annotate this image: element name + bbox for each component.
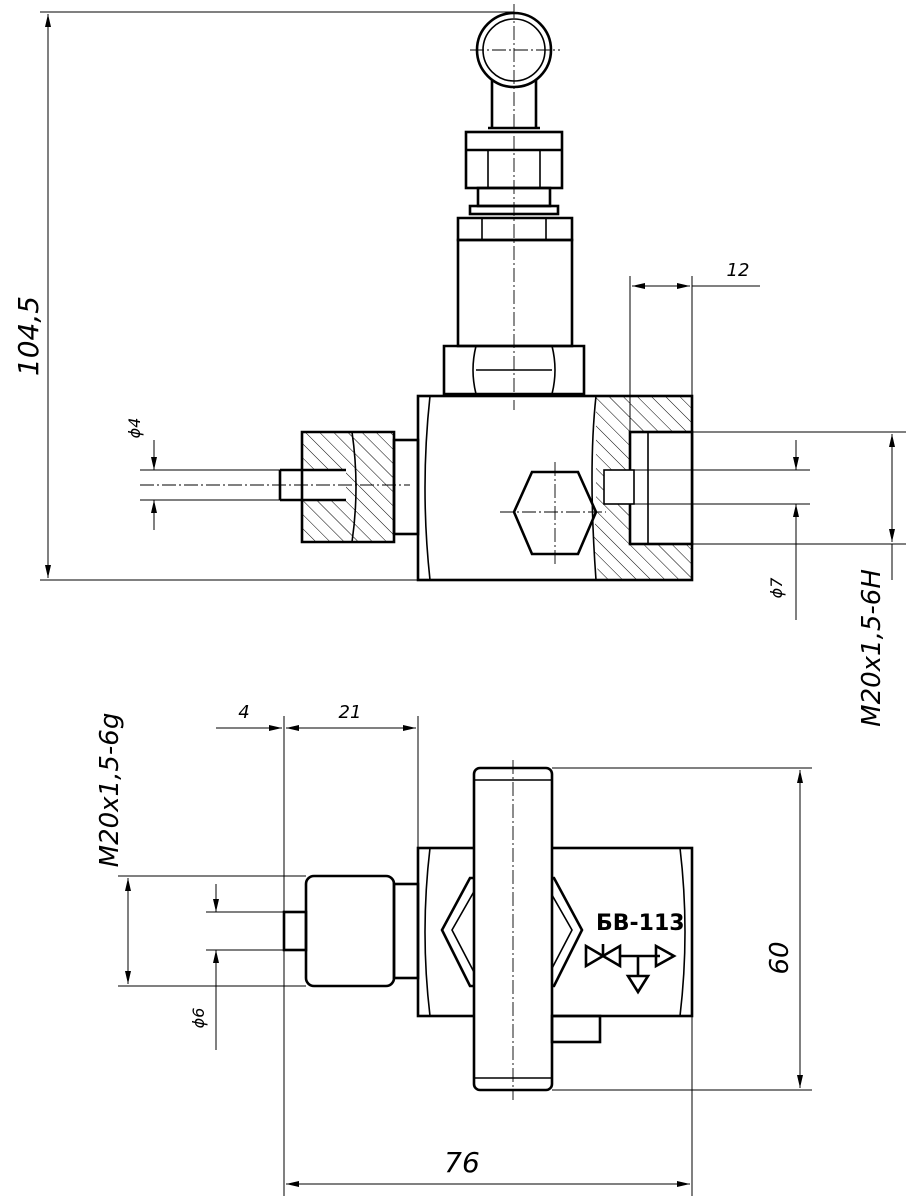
plan-left-fitting xyxy=(282,874,420,988)
dim-text-right-port-thread: M20x1,5-6H xyxy=(857,569,887,727)
plan-handle xyxy=(472,760,554,1100)
valve-body xyxy=(416,394,694,582)
dim-overall-width: 76 xyxy=(283,950,693,1196)
dim-text-handle-length: 60 xyxy=(765,941,795,974)
dim-left-thread: M20x1,5-6g xyxy=(95,713,306,987)
dim-text-left-offset-b: 21 xyxy=(339,702,362,723)
dim-right-port-bore: ϕ7 xyxy=(604,440,810,620)
dim-overall-height: 104,5 xyxy=(12,11,514,581)
dim-left-bore: ϕ6 xyxy=(189,884,284,1050)
dim-text-right-port-bore: ϕ7 xyxy=(767,577,786,599)
plan-plug xyxy=(550,1014,602,1044)
dim-text-left-bore: ϕ6 xyxy=(189,1008,208,1029)
dim-text-overall-height: 104,5 xyxy=(12,296,45,376)
valve-symbol xyxy=(584,943,677,995)
dim-bore-small: ϕ4 xyxy=(125,418,300,530)
bottom-view: БВ-113 M20x1,5-6g ϕ6 xyxy=(95,702,812,1196)
dim-text-bore-small: ϕ4 xyxy=(125,418,144,439)
dim-right-port-thread: M20x1,5-6H xyxy=(692,431,906,727)
dim-handle-length: 60 xyxy=(552,767,812,1091)
dim-text-left-offset-a: 4 xyxy=(238,702,249,723)
dim-left-offsets: 4 21 xyxy=(216,702,419,912)
left-fitting xyxy=(140,430,420,544)
dim-right-offset: 12 xyxy=(629,260,760,432)
dim-text-left-thread: M20x1,5-6g xyxy=(95,713,125,868)
dim-text-overall-width: 76 xyxy=(444,1146,480,1179)
model-label: БВ-113 xyxy=(596,911,685,936)
top-view: 104,5 ϕ4 12 ϕ7 xyxy=(12,4,906,727)
center-hex-bolt xyxy=(500,462,606,566)
bonnet-hex xyxy=(456,216,574,348)
dim-text-right-offset: 12 xyxy=(727,260,750,281)
